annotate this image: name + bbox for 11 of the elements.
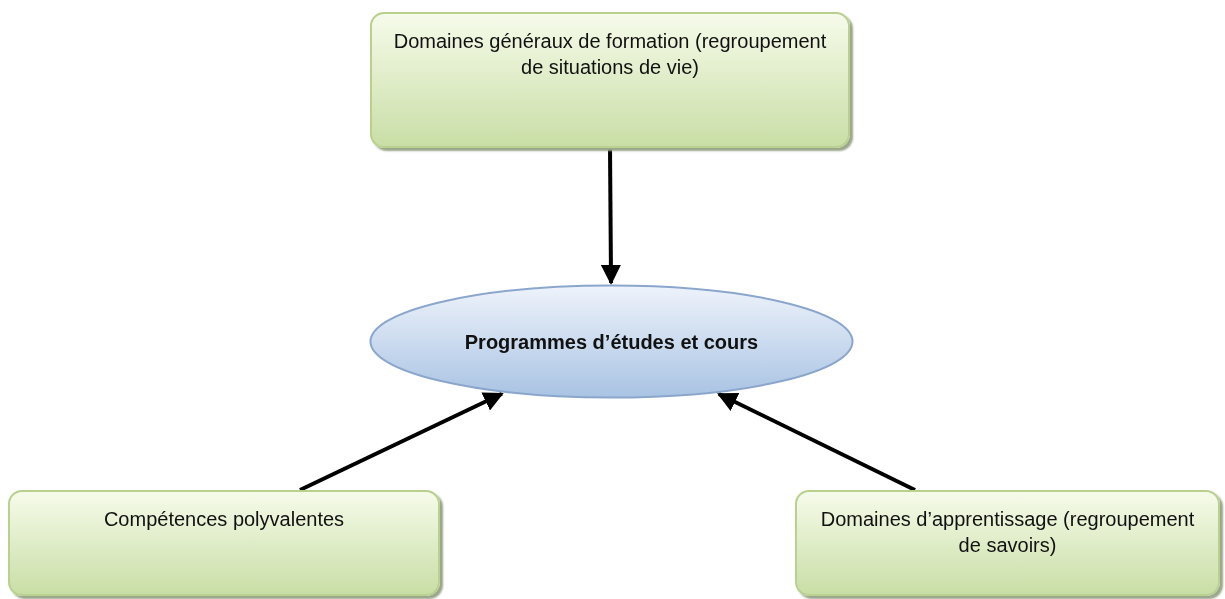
arrow: [299, 391, 504, 492]
arrow: [717, 392, 916, 492]
arrow: [600, 148, 621, 285]
node-text: Domaines d’apprentissage (regroupement de savoirs): [819, 507, 1196, 558]
node-text: Programmes d’études et cours: [463, 329, 760, 355]
process-box: [8, 490, 440, 596]
node-text: Domaines généraux de formation (regroupement de situations de vie): [392, 29, 828, 80]
process-box: [370, 12, 850, 148]
ellipse-node: [368, 283, 855, 400]
node-text: Compétences polyvalentes: [102, 507, 346, 532]
process-box: [795, 490, 1220, 596]
